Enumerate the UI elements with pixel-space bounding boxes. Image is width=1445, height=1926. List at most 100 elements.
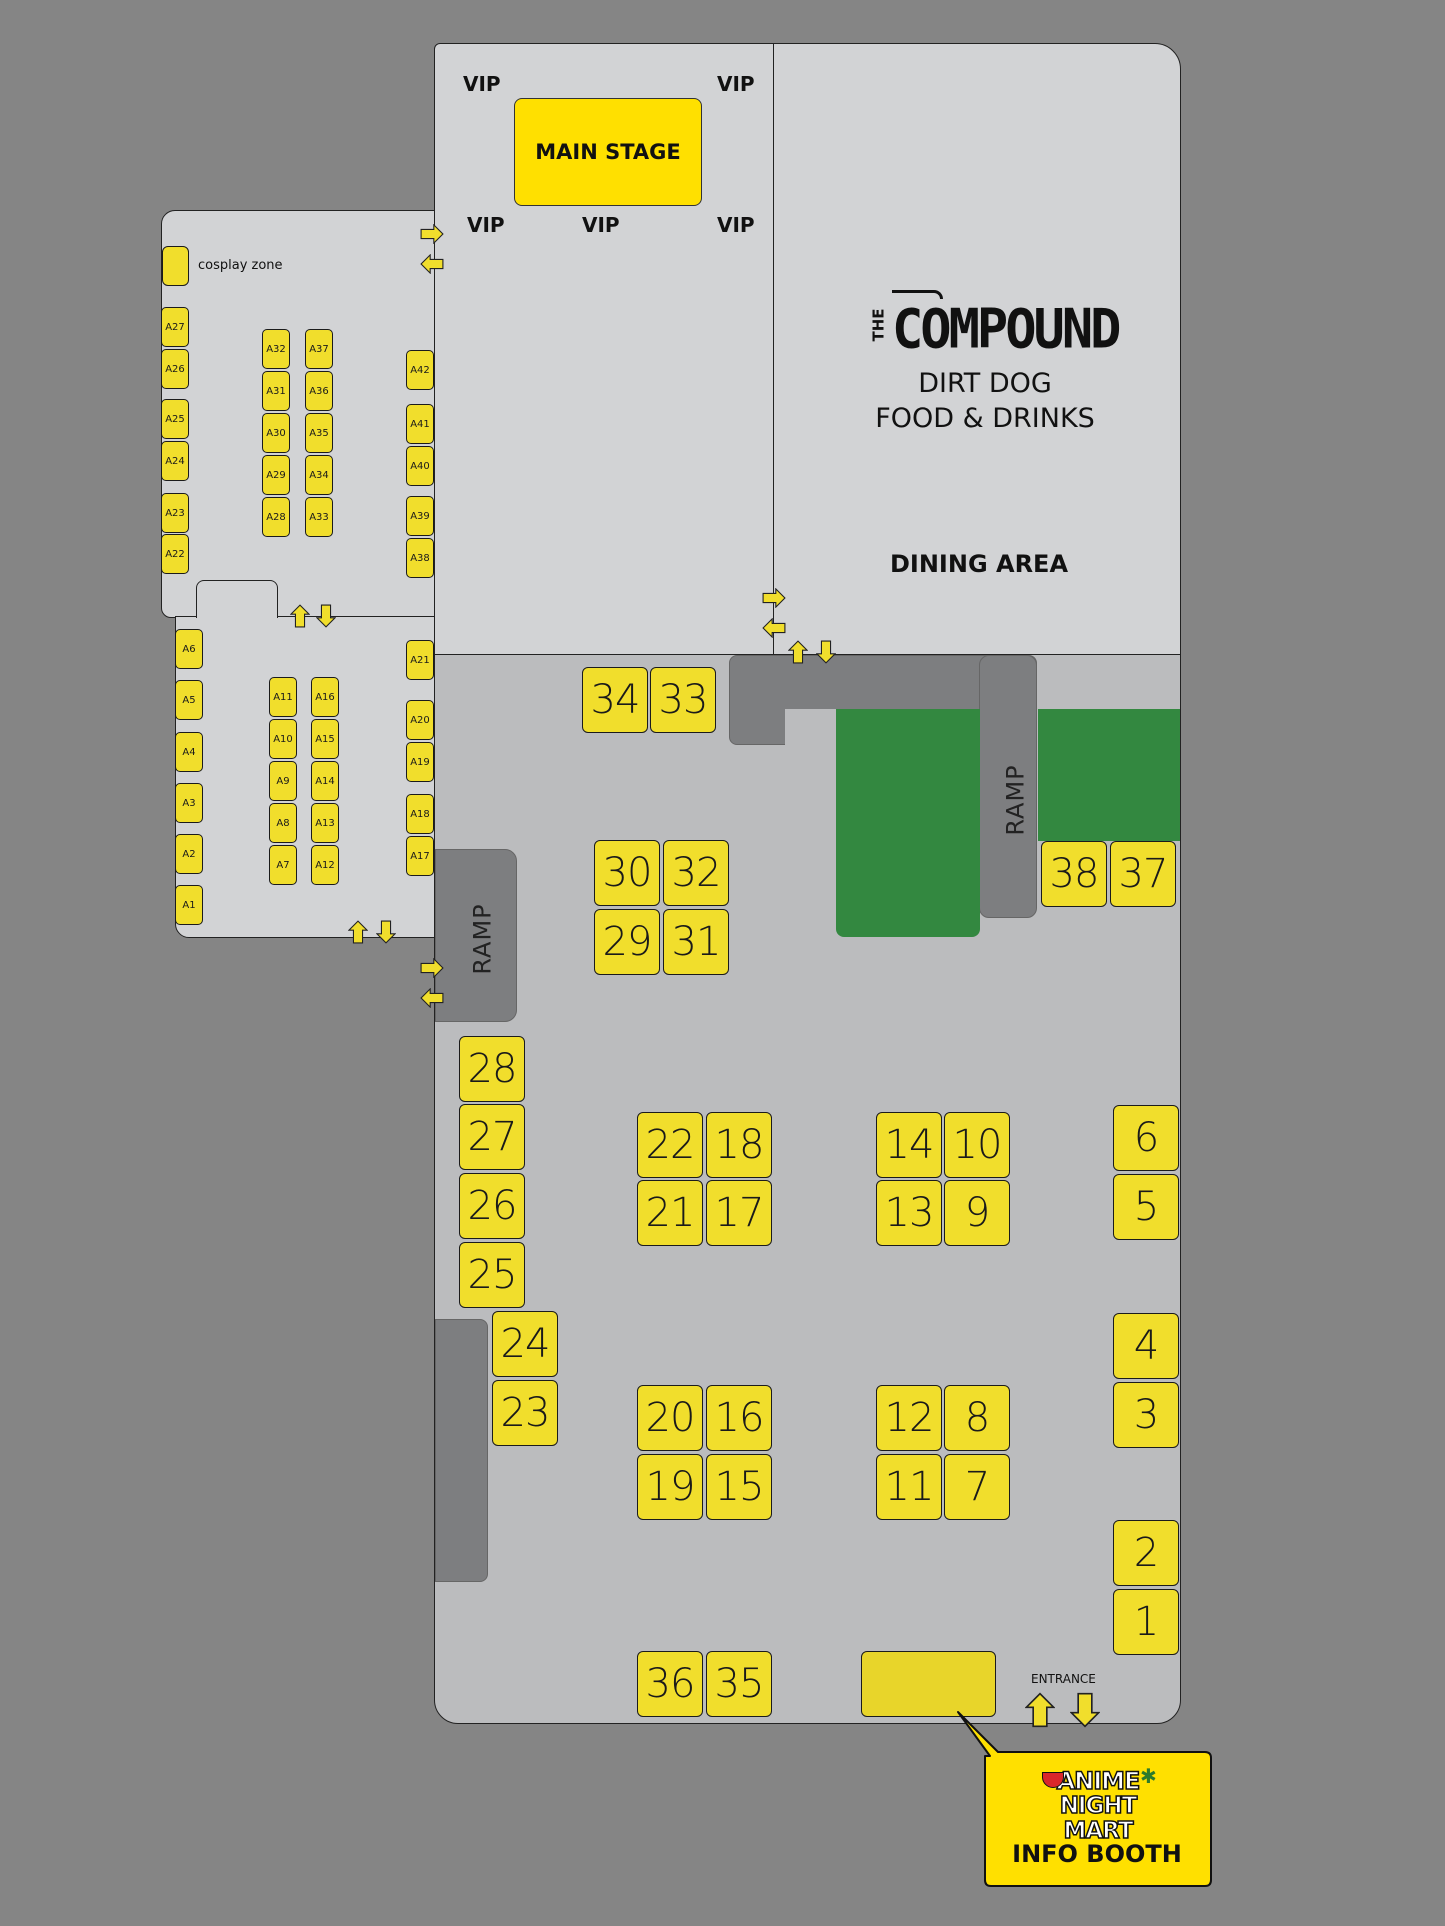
vip-label: VIP [717,72,755,96]
booth-a2[interactable]: A2 [175,834,203,874]
booth-a25[interactable]: A25 [161,399,189,439]
side-wall [435,1319,488,1582]
booth-17[interactable]: 17 [706,1180,772,1246]
booth-a42[interactable]: A42 [406,350,434,390]
booth-5[interactable]: 5 [1113,1174,1179,1240]
booth-a7[interactable]: A7 [269,845,297,885]
booth-a11[interactable]: A11 [269,677,297,717]
booth-a1[interactable]: A1 [175,885,203,925]
booth-a17[interactable]: A17 [406,836,434,876]
ramp-gap [785,709,836,745]
info-booth-label: INFO BOOTH [1012,1840,1182,1868]
booth-a33[interactable]: A33 [305,497,333,537]
booth-11[interactable]: 11 [876,1454,942,1520]
booth-9[interactable]: 9 [944,1180,1010,1246]
booth-7[interactable]: 7 [944,1454,1010,1520]
booth-21[interactable]: 21 [637,1180,703,1246]
arrow-right-icon [762,588,786,608]
booth-a12[interactable]: A12 [311,845,339,885]
booth-a40[interactable]: A40 [406,446,434,486]
booth-8[interactable]: 8 [944,1385,1010,1451]
booth-a36[interactable]: A36 [305,371,333,411]
booth-a14[interactable]: A14 [311,761,339,801]
booth-14[interactable]: 14 [876,1112,942,1178]
booth-a26[interactable]: A26 [161,349,189,389]
compound-logo: THE COMPOUND [869,290,1121,361]
booth-22[interactable]: 22 [637,1112,703,1178]
grass-area [1038,709,1180,841]
booth-a30[interactable]: A30 [262,413,290,453]
booth-15[interactable]: 15 [706,1454,772,1520]
dining-area-label: DINING AREA [889,550,1069,578]
booth-13[interactable]: 13 [876,1180,942,1246]
booth-26[interactable]: 26 [459,1173,525,1239]
ramp-label: RAMP [468,903,497,975]
main-stage[interactable]: MAIN STAGE [514,98,702,206]
info-desk[interactable] [861,1651,996,1717]
booth-a41[interactable]: A41 [406,404,434,444]
booth-a34[interactable]: A34 [305,455,333,495]
booth-a18[interactable]: A18 [406,794,434,834]
booth-a13[interactable]: A13 [311,803,339,843]
cosplay-zone-room [161,210,436,618]
booth-a38[interactable]: A38 [406,538,434,578]
booth-36[interactable]: 36 [637,1651,703,1717]
booth-a19[interactable]: A19 [406,742,434,782]
booth-a16[interactable]: A16 [311,677,339,717]
booth-35[interactable]: 35 [706,1651,772,1717]
booth-a3[interactable]: A3 [175,783,203,823]
booth-34[interactable]: 34 [582,667,648,733]
booth-a10[interactable]: A10 [269,719,297,759]
booth-38[interactable]: 38 [1041,841,1107,907]
booth-a22[interactable]: A22 [161,534,189,574]
cosplay-doorway [196,580,278,618]
booth-23[interactable]: 23 [492,1380,558,1446]
booth-31[interactable]: 31 [663,909,729,975]
booth-a8[interactable]: A8 [269,803,297,843]
arrow-left-icon [762,618,786,638]
booth-a32[interactable]: A32 [262,329,290,369]
booth-a15[interactable]: A15 [311,719,339,759]
booth-32[interactable]: 32 [663,840,729,906]
booth-a39[interactable]: A39 [406,496,434,536]
compound-logo-the: THE [869,308,888,342]
cosplay-booth[interactable] [162,246,189,286]
booth-a27[interactable]: A27 [161,307,189,347]
booth-a4[interactable]: A4 [175,732,203,772]
booth-4[interactable]: 4 [1113,1313,1179,1379]
booth-2[interactable]: 2 [1113,1520,1179,1586]
booth-10[interactable]: 10 [944,1112,1010,1178]
booth-18[interactable]: 18 [706,1112,772,1178]
booth-25[interactable]: 25 [459,1242,525,1308]
booth-37[interactable]: 37 [1110,841,1176,907]
booth-28[interactable]: 28 [459,1036,525,1102]
booth-a6[interactable]: A6 [175,629,203,669]
booth-19[interactable]: 19 [637,1454,703,1520]
booth-a5[interactable]: A5 [175,680,203,720]
booth-30[interactable]: 30 [594,840,660,906]
booth-1[interactable]: 1 [1113,1589,1179,1655]
vendor-line1: DIRT DOG [918,368,1052,399]
booth-6[interactable]: 6 [1113,1105,1179,1171]
booth-16[interactable]: 16 [706,1385,772,1451]
booth-29[interactable]: 29 [594,909,660,975]
booth-27[interactable]: 27 [459,1104,525,1170]
booth-a35[interactable]: A35 [305,413,333,453]
ramp-left[interactable] [435,849,517,1022]
cosplay-zone-label: cosplay zone [198,258,283,273]
booth-a28[interactable]: A28 [262,497,290,537]
booth-a23[interactable]: A23 [161,493,189,533]
booth-a20[interactable]: A20 [406,700,434,740]
booth-20[interactable]: 20 [637,1385,703,1451]
arrow-left-icon [420,988,444,1008]
booth-a29[interactable]: A29 [262,455,290,495]
booth-a37[interactable]: A37 [305,329,333,369]
booth-a24[interactable]: A24 [161,441,189,481]
booth-33[interactable]: 33 [650,667,716,733]
booth-a21[interactable]: A21 [406,640,434,680]
booth-24[interactable]: 24 [492,1311,558,1377]
booth-a9[interactable]: A9 [269,761,297,801]
booth-12[interactable]: 12 [876,1385,942,1451]
booth-a31[interactable]: A31 [262,371,290,411]
booth-3[interactable]: 3 [1113,1382,1179,1448]
